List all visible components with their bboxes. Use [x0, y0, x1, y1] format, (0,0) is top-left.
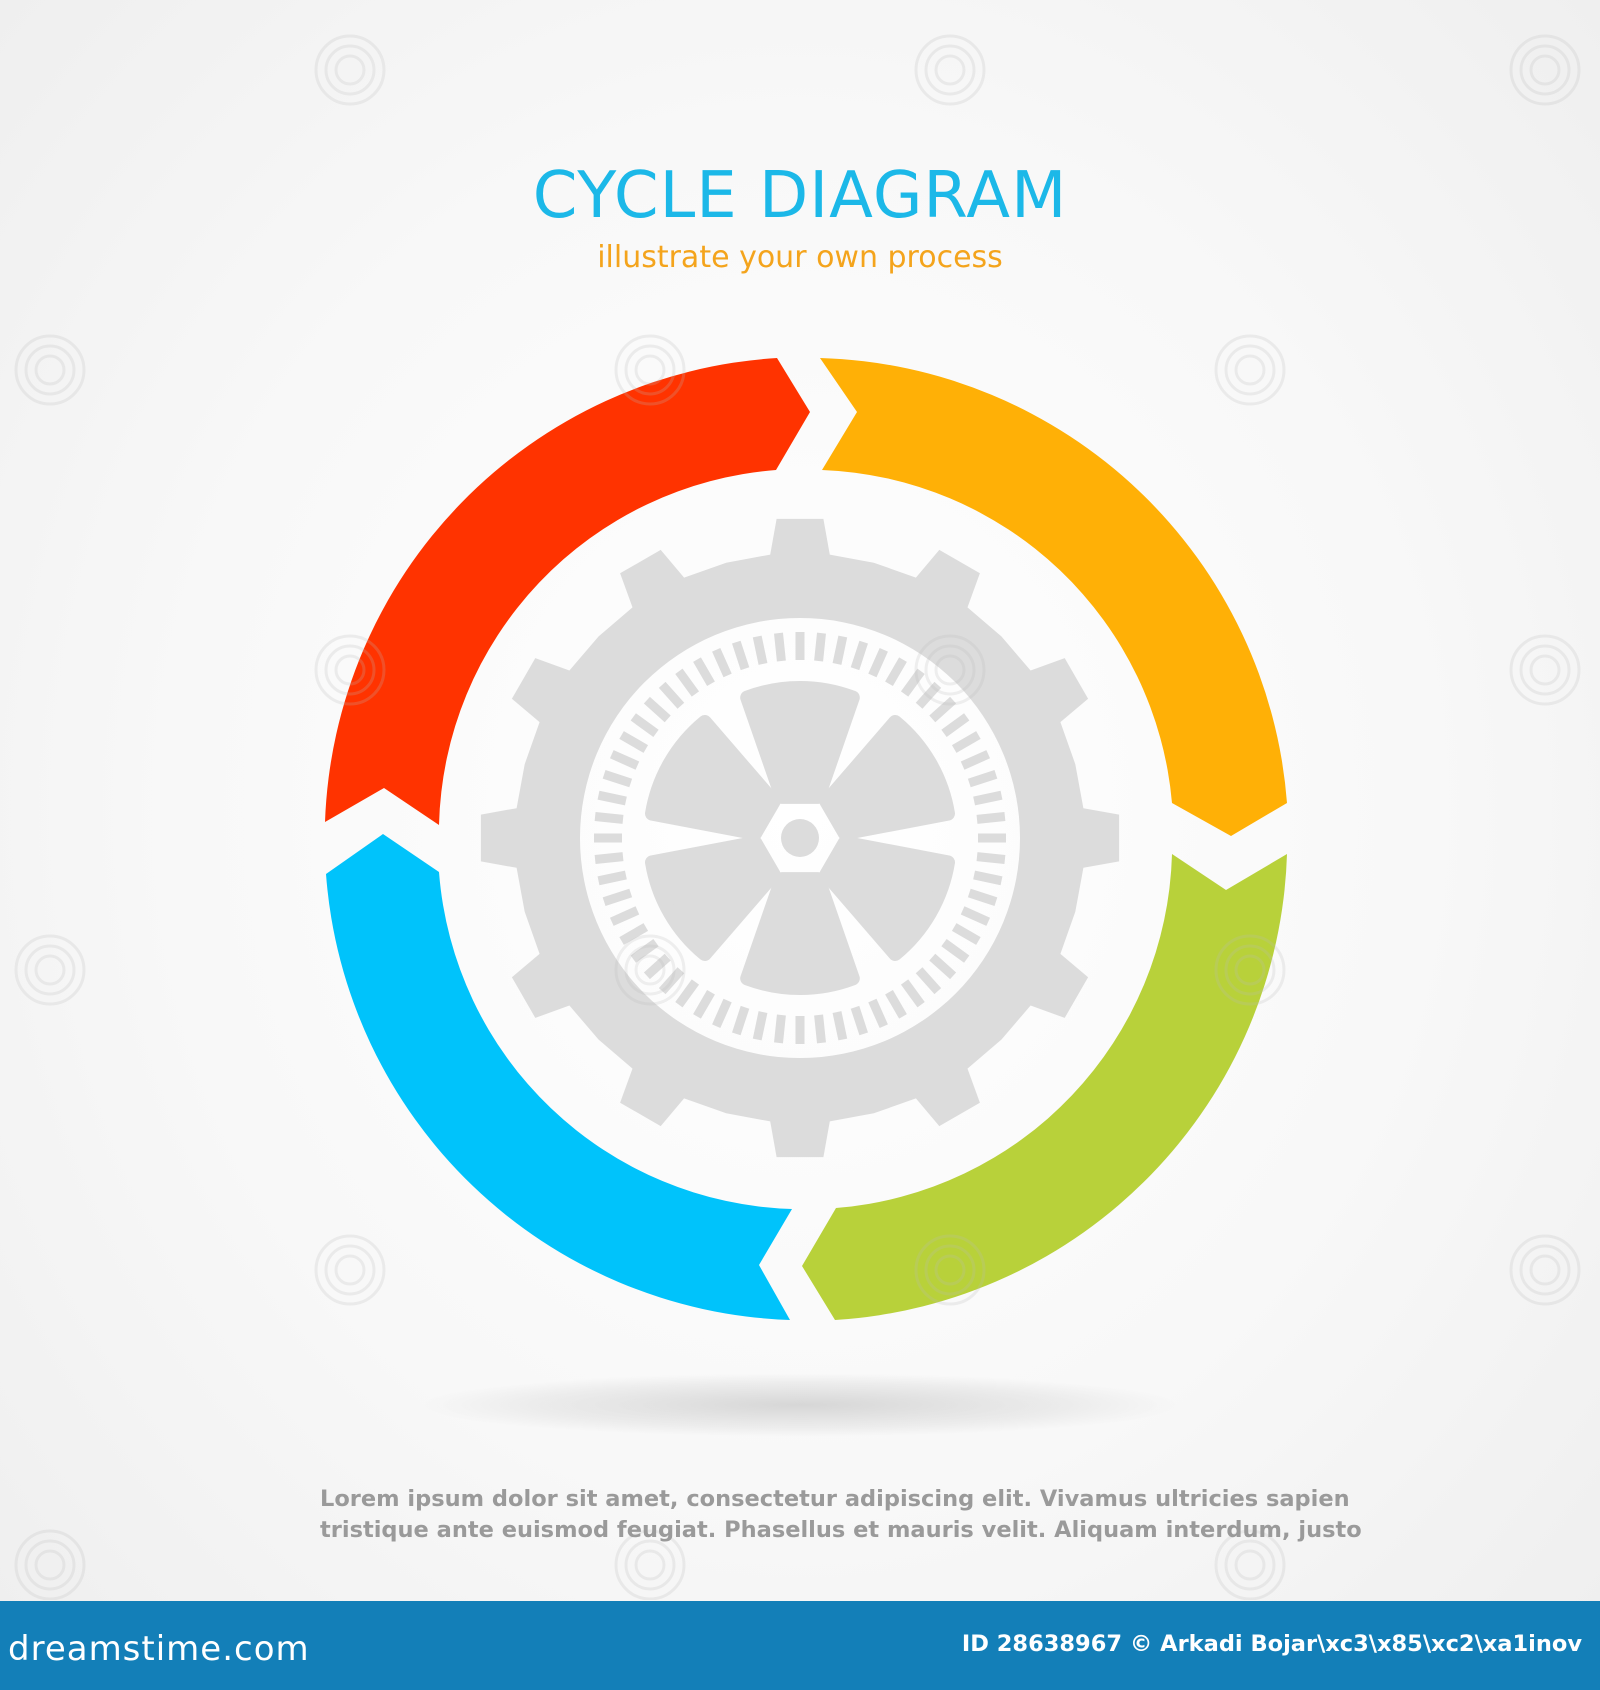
diagram-title: CYCLE DIAGRAM	[532, 159, 1068, 233]
diagram-subtitle: illustrate your own process	[597, 240, 1003, 275]
gear-tick	[850, 1005, 868, 1036]
gear-tick	[885, 657, 907, 687]
gear-spoke	[740, 872, 860, 995]
gear-tick	[850, 640, 868, 671]
gear-tick	[774, 632, 786, 662]
gear-tick	[832, 1011, 848, 1041]
gear-tick	[814, 632, 826, 662]
gear-tick	[752, 1011, 768, 1041]
gear-tick	[594, 852, 624, 864]
gear-tick	[900, 668, 925, 697]
gear-tick	[594, 812, 624, 824]
gear-tick	[973, 790, 1003, 806]
gear-tick	[960, 906, 991, 926]
gear-tick	[967, 770, 998, 788]
gear-tick	[602, 770, 633, 788]
footer-site-logo: dreamstime.com	[8, 1629, 310, 1669]
gear-tick	[976, 852, 1006, 864]
gear-tick	[976, 812, 1006, 824]
gear-tick	[609, 906, 640, 926]
footer-bar: dreamstime.com ID 28638967 © Arkadi Boja…	[0, 1601, 1600, 1690]
gear-tick	[658, 681, 685, 709]
gear-tick	[630, 713, 659, 738]
gear-spoke	[740, 681, 860, 804]
gear-tick	[868, 998, 888, 1029]
cycle-segment-red	[325, 358, 810, 825]
gear-tick	[929, 953, 957, 980]
gear-tick	[712, 647, 732, 678]
gear-tick	[752, 635, 768, 665]
gear-tick	[675, 668, 700, 697]
gear-tick	[900, 979, 925, 1008]
gear-spoke	[819, 835, 955, 961]
gear-tick	[630, 938, 659, 963]
gear-tick	[693, 989, 715, 1019]
cycle-segment-orange	[820, 358, 1287, 836]
gear-icon	[480, 518, 1120, 1158]
gear-tick	[619, 923, 649, 945]
cycle-segment-green	[802, 854, 1287, 1320]
gear-tick	[951, 731, 981, 753]
gear-tick	[643, 953, 671, 980]
gear-tick	[597, 790, 627, 806]
gear-tick	[619, 731, 649, 753]
footer-credit: ID 28638967 © Arkadi Bojar\xc3\x85\xc2\x…	[961, 1631, 1582, 1657]
gear-tick	[814, 1014, 826, 1044]
diagram-shadow	[420, 1373, 1180, 1437]
gear-tick	[609, 750, 640, 770]
gear-tick	[658, 967, 685, 995]
gear-tick	[967, 888, 998, 906]
body-text-line-1: Lorem ipsum dolor sit amet, consectetur …	[320, 1486, 1350, 1512]
gear-tick	[774, 1014, 786, 1044]
gear-tick	[929, 696, 957, 723]
body-text-line-2: tristique ante euismod feugiat. Phasellu…	[320, 1517, 1362, 1543]
gear-tick	[602, 888, 633, 906]
gear-spoke	[645, 835, 781, 961]
cycle-segment-blue	[326, 834, 792, 1320]
gear-spokes	[645, 681, 955, 995]
gear-tick	[712, 998, 732, 1029]
gear-tick	[915, 967, 942, 995]
gear-tick	[832, 635, 848, 665]
gear-tick	[597, 870, 627, 886]
gear-tick	[643, 696, 671, 723]
gear-tick	[973, 870, 1003, 886]
gear-tick	[868, 647, 888, 678]
gear-tick	[885, 989, 907, 1019]
gear-body	[480, 518, 1120, 1158]
gear-tick	[693, 657, 715, 687]
gear-tick	[732, 640, 750, 671]
gear-ticks	[594, 632, 1006, 1044]
gear-spoke	[819, 715, 955, 841]
gear-hub	[781, 819, 819, 857]
gear-tick	[915, 681, 942, 709]
gear-tick	[960, 750, 991, 770]
gear-tick	[941, 713, 970, 738]
gear-tick	[675, 979, 700, 1008]
gear-spoke	[645, 715, 781, 841]
body-text: Lorem ipsum dolor sit amet, consectetur …	[320, 1484, 1362, 1546]
gear-tick	[732, 1005, 750, 1036]
gear-tick	[941, 938, 970, 963]
gear-tick	[951, 923, 981, 945]
